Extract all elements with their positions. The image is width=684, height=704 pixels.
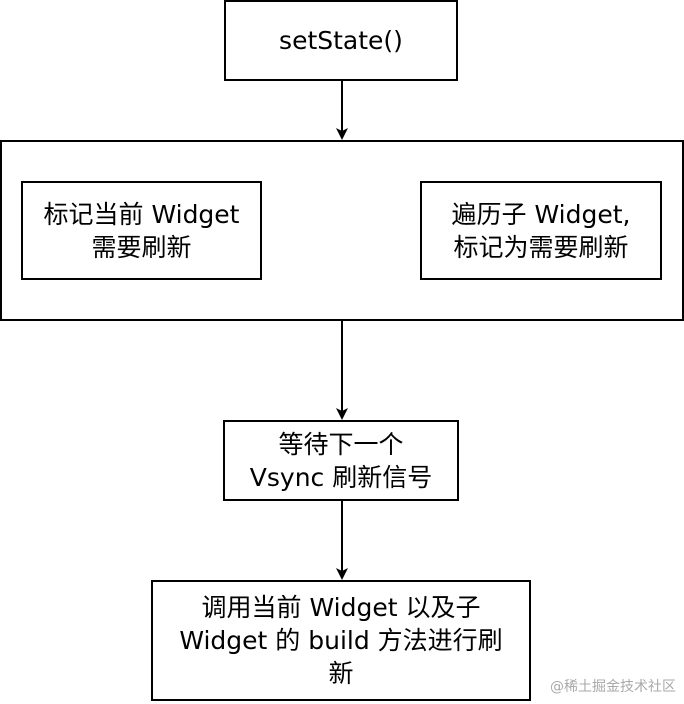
wait-vsync-label: 等待下一个 Vsync 刷新信号 bbox=[249, 429, 433, 492]
traverse-children-node: 遍历子 Widget, 标记为需要刷新 bbox=[420, 181, 662, 280]
wait-vsync-node: 等待下一个 Vsync 刷新信号 bbox=[223, 420, 459, 501]
mark-dirty-node: 标记当前 Widget 需要刷新 bbox=[21, 181, 262, 280]
setstate-node: setState() bbox=[224, 0, 458, 81]
rebuild-label: 调用当前 Widget 以及子 Widget 的 build 方法进行刷 新 bbox=[179, 593, 503, 688]
traverse-children-label: 遍历子 Widget, 标记为需要刷新 bbox=[451, 199, 631, 262]
watermark: @稀土掘金技术社区 bbox=[550, 679, 676, 695]
setstate-label: setState() bbox=[279, 26, 403, 55]
mark-dirty-label: 标记当前 Widget 需要刷新 bbox=[43, 199, 240, 262]
rebuild-node: 调用当前 Widget 以及子 Widget 的 build 方法进行刷 新 bbox=[151, 580, 531, 701]
